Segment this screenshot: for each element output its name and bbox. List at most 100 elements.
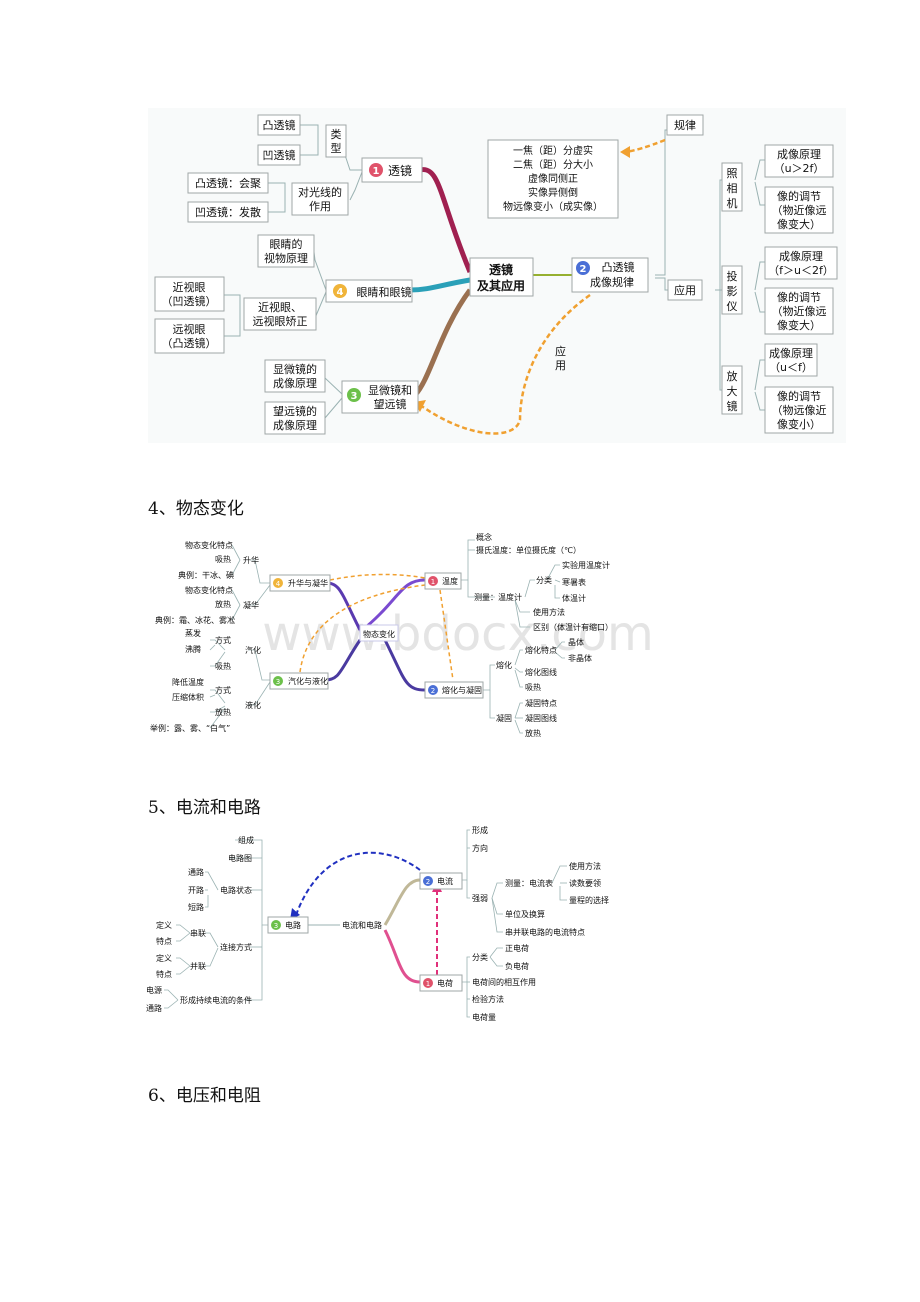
magnifier-cond: （u＜f） xyxy=(769,361,813,374)
eye-principle-box xyxy=(257,234,315,268)
camera-principle-box xyxy=(764,144,834,178)
m3-b3-num: 3 xyxy=(274,922,278,930)
telescope-1: 望远镜的 xyxy=(273,404,317,418)
m3-ammeter-use: 使用方法 xyxy=(569,861,601,871)
m2-lower-temp: 降低温度 xyxy=(172,677,204,687)
concave-box xyxy=(257,144,301,166)
m3-series-def: 定义 xyxy=(156,920,172,930)
map1-center-line2: 及其应用 xyxy=(477,278,525,293)
m3-connection: 连接方式 xyxy=(220,942,252,952)
map1-branch2-line1: 凸透镜 xyxy=(602,260,635,274)
m2-use-method: 使用方法 xyxy=(533,607,565,617)
m2-amorphous: 非晶体 xyxy=(568,653,592,663)
m2-sub-absorb: 吸热 xyxy=(215,554,231,564)
myopia-1: 近视眼 xyxy=(173,280,206,294)
m3-center: 电流和电路 xyxy=(342,920,382,930)
m3-sp-features: 串并联电路的电流特点 xyxy=(505,927,585,937)
m3-curve-b1 xyxy=(383,929,421,984)
camera-adjust-box xyxy=(764,186,834,234)
camera-principle: 成像原理 xyxy=(777,148,821,161)
application-label: 应用 xyxy=(674,283,696,297)
watermark: www.bdocx.com xyxy=(262,606,654,662)
m3-parallel-def: 定义 xyxy=(156,953,172,963)
eye-principle-1: 眼睛的 xyxy=(270,237,303,251)
connector-b4 xyxy=(409,277,471,293)
m3-quantity: 电荷量 xyxy=(472,1012,496,1022)
m3-composition: 组成 xyxy=(238,835,254,845)
microscope-1: 显微镜的 xyxy=(273,362,317,376)
m3-diagram: 电路图 xyxy=(228,853,252,863)
light-effect-2: 作用 xyxy=(309,200,331,213)
rule-text-2: 二焦（距）分大小 xyxy=(513,158,593,171)
apply-arrow-label-2: 用 xyxy=(555,359,566,372)
convex-box xyxy=(257,114,301,136)
lens-type-2: 型 xyxy=(331,141,342,155)
m3-state: 电路状态 xyxy=(220,885,252,895)
m3-unit: 单位及换算 xyxy=(505,909,545,919)
microscope-box xyxy=(264,359,326,393)
m2-sub-feature: 物态变化特点 xyxy=(185,540,233,550)
rule-text-1: 一焦（距）分虚实 xyxy=(513,144,593,157)
camera-3: 机 xyxy=(727,196,738,210)
m2-b3-label: 汽化与液化 xyxy=(288,676,328,686)
projector-1: 投 xyxy=(727,269,738,283)
m2-boiling: 沸腾 xyxy=(185,644,201,654)
m3-parallel: 并联 xyxy=(190,961,206,971)
m3-path: 通路 xyxy=(146,1003,162,1013)
m3-series: 串联 xyxy=(190,929,206,938)
m2-center: 物态变化 xyxy=(363,629,395,639)
m3-curve-b2 xyxy=(383,878,421,926)
rule-text-5: 物远像变小（成实像） xyxy=(503,200,603,213)
m2-desub-example: 典例：霜、冰花、雾凇 xyxy=(155,615,235,625)
m2-melt-graph: 熔化图线 xyxy=(525,667,557,677)
m2-vaporize: 汽化 xyxy=(245,645,261,655)
magnifier-box xyxy=(721,365,743,415)
m2-melt-feature: 熔化特点 xyxy=(525,645,557,655)
lens-type-box xyxy=(325,124,347,158)
m2-desublimation: 凝华 xyxy=(243,600,259,610)
m2-b2-badge xyxy=(428,685,438,695)
m2-curve-b1 xyxy=(359,578,426,634)
m3-series-feature: 特点 xyxy=(156,936,172,946)
rule-arrowhead xyxy=(620,146,630,158)
hyperopia-2: （凸透镜） xyxy=(162,336,217,350)
rule-text-box xyxy=(487,139,619,219)
m2-b3-num: 3 xyxy=(276,678,280,686)
m3-positive: 正电荷 xyxy=(505,943,529,953)
map1-branch3-num: 3 xyxy=(351,391,358,402)
m2-dash-3 xyxy=(439,589,454,681)
magnifier-principle: 成像原理 xyxy=(769,347,813,360)
camera-2: 相 xyxy=(727,182,738,195)
m2-classify: 分类 xyxy=(536,575,552,585)
map1-branch1-badge xyxy=(369,163,383,177)
magnifier-1: 放 xyxy=(727,369,738,383)
m2-dash-1 xyxy=(329,573,426,581)
m2-release: 放热 xyxy=(525,728,541,738)
m2-vap-method: 方式 xyxy=(215,635,231,645)
m2-celsius: 摄氏温度：单位摄氏度（℃） xyxy=(476,545,581,555)
diverge-box xyxy=(187,201,269,223)
light-effect-box xyxy=(291,182,349,216)
magnifier-adjust-box xyxy=(764,386,834,434)
magnifier-adjust: 像的调节 xyxy=(777,389,821,403)
m3-blue-arrow xyxy=(294,851,421,919)
rule-label: 规律 xyxy=(674,118,696,132)
telescope-box xyxy=(264,401,326,435)
correction-1: 近视眼、 xyxy=(258,300,302,314)
m2-melting: 熔化 xyxy=(496,660,512,670)
light-effect-1: 对光线的 xyxy=(298,185,342,199)
camera-adjust: 像的调节 xyxy=(777,189,821,203)
projector-adjust: 像的调节 xyxy=(777,290,821,304)
m2-b4-num: 4 xyxy=(276,580,281,588)
m2-b2-num: 2 xyxy=(431,687,435,695)
m3-ammeter-range: 量程的选择 xyxy=(569,895,609,905)
m3-b2-badge xyxy=(423,876,433,886)
m2-solid-feature: 凝固特点 xyxy=(525,698,557,708)
m2-sublimation: 升华 xyxy=(243,555,259,565)
myopia-box xyxy=(154,276,225,312)
m2-liq-example: 举例：露、雾、“白气” xyxy=(150,723,230,733)
map1-center-line1: 透镜 xyxy=(489,262,513,277)
m3-power: 电源 xyxy=(146,985,162,995)
hyperopia-box xyxy=(154,318,225,354)
